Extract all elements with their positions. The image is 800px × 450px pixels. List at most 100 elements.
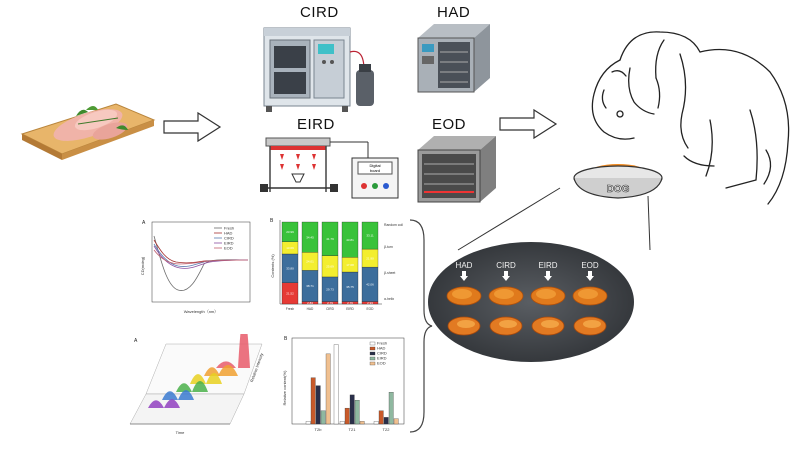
dog-eating-sketch — [591, 31, 790, 205]
stack-segment-label: 29.73 — [326, 287, 334, 291]
stack-ylabel: Contents (%) — [270, 254, 275, 278]
had-label: HAD — [437, 4, 471, 21]
stack-x-label: EIRD — [346, 307, 354, 311]
stack-segment-label: 21.90 — [366, 256, 374, 260]
peak-panel-letter: A — [134, 338, 138, 344]
lf-nmr-3d-chart: A Time Relative Intensity — [129, 334, 264, 435]
peak-shape — [178, 390, 194, 400]
bar-legend-label: CIRD — [377, 351, 387, 356]
flow-arrow-right — [499, 108, 558, 140]
cd-series-line — [153, 249, 249, 265]
bar-mark — [373, 421, 379, 425]
cird-label: CIRD — [300, 4, 339, 21]
cd-series-line — [153, 235, 249, 291]
eod-label: EOD — [432, 116, 467, 133]
photo-label: CIRD — [496, 261, 516, 270]
cd-xlabel: Wavelength（nm） — [184, 309, 219, 314]
dog-bowl: DOG — [573, 164, 663, 199]
photo-arrow-icon — [460, 271, 468, 281]
svg-text:board: board — [370, 168, 380, 173]
bar-mark — [305, 421, 311, 425]
bar-x-label: T2b — [315, 427, 323, 432]
photo-arrow-icon — [544, 271, 552, 281]
bar-legend-label: EIRD — [377, 356, 387, 361]
bar-legend-swatch — [369, 356, 376, 361]
cd-spectrum-chart: A CD(mdeg) Wavelength（nm） FreshHADCIRDEI… — [140, 220, 251, 314]
stack-segment-label: 33.11 — [366, 234, 374, 238]
cd-legend-label: EIRD — [224, 241, 234, 246]
bar-mark — [354, 400, 360, 425]
eird-dryer-illustration: Digital board — [260, 137, 399, 199]
bar-mark — [378, 410, 384, 425]
stack-legend-label: Random coil — [384, 223, 403, 227]
cd-legend-label: Fresh — [224, 226, 234, 231]
bar-legend-swatch — [369, 351, 376, 356]
bar-ylabel: Relative content(%) — [282, 370, 287, 406]
stack-legend-label: α-helix — [384, 297, 394, 301]
bar-mark — [325, 353, 331, 425]
stack-segment-label: 41.79 — [326, 237, 334, 241]
bowl-text: DOG — [607, 184, 630, 195]
peak-shape — [148, 400, 164, 408]
bar-panel-letter: B — [284, 336, 288, 342]
bar-mark — [388, 392, 394, 425]
bar-mark-fresh-t21 — [333, 344, 339, 425]
peak-shape — [238, 334, 250, 368]
cd-legend-label: HAD — [224, 231, 233, 236]
stack-segment — [281, 221, 299, 242]
bar-legend-label: Fresh — [377, 341, 387, 346]
stack-segment-label: 23.99 — [286, 230, 294, 234]
stack-segment-label: 24.01 — [306, 260, 314, 264]
bar-legend-swatch — [369, 361, 376, 366]
bar-mark — [359, 421, 365, 425]
stack-segment — [321, 221, 339, 256]
peak-shape — [192, 381, 208, 392]
secondary-structure-chart: B Contents (%) 21.5233.8013.6923.992.833… — [270, 218, 403, 311]
stack-segment-label: 2.93 — [367, 301, 373, 305]
stack-segment-label: 2.79 — [327, 301, 333, 305]
stack-segment-label: 34.45 — [306, 235, 314, 239]
stack-x-label: HAD — [307, 307, 314, 311]
stack-segment — [301, 221, 319, 253]
stack-x-label: Fresh — [286, 307, 294, 311]
stack-segment-label: 2.83 — [307, 301, 313, 305]
peak-shape — [162, 391, 178, 400]
stack-legend-label: β-sheet — [384, 271, 395, 275]
eird-board-text: Digital — [369, 163, 380, 168]
cd-ylabel: CD(mdeg) — [140, 256, 145, 275]
peak-xlabel: Time — [176, 430, 186, 435]
photo-label: EOD — [581, 261, 599, 270]
bar-mark — [339, 421, 345, 425]
results-bracket — [409, 219, 433, 433]
eird-label: EIRD — [297, 116, 335, 133]
bar-mark — [349, 394, 355, 425]
stack-x-label: EOD — [367, 307, 375, 311]
stack-legend-label: β-turn — [384, 245, 393, 249]
water-distribution-bar-chart: B Relative content(%) FreshHADCIRDEIRDEO… — [282, 336, 405, 432]
peak-shape — [218, 365, 238, 376]
bar-legend-label: HAD — [377, 346, 386, 351]
bar-x-label: T21 — [349, 427, 357, 432]
bar-mark — [383, 417, 389, 425]
peak-shape — [190, 374, 206, 384]
cird-dryer-illustration — [263, 27, 374, 112]
peak-shape — [206, 373, 222, 384]
stack-panel-letter: B — [270, 218, 274, 224]
stack-segment-label: 25.69 — [326, 264, 334, 268]
photo-arrow-icon — [502, 271, 510, 281]
had-oven-illustration — [417, 24, 490, 93]
bar-mark — [344, 407, 350, 425]
bar-mark — [310, 377, 316, 425]
stack-segment — [361, 221, 379, 250]
stack-segment-label: 42.06 — [366, 283, 374, 287]
bar-x-label: T22 — [383, 427, 391, 432]
stack-segment-label: 33.80 — [286, 267, 294, 271]
stack-segment-label: 2.76 — [347, 301, 353, 305]
bar-legend-label: EOD — [377, 361, 386, 366]
stack-segment-label: 43.81 — [346, 238, 354, 242]
cd-legend-label: EOD — [224, 246, 233, 251]
bar-legend-swatch — [369, 341, 376, 346]
bar-legend-swatch — [369, 346, 376, 351]
